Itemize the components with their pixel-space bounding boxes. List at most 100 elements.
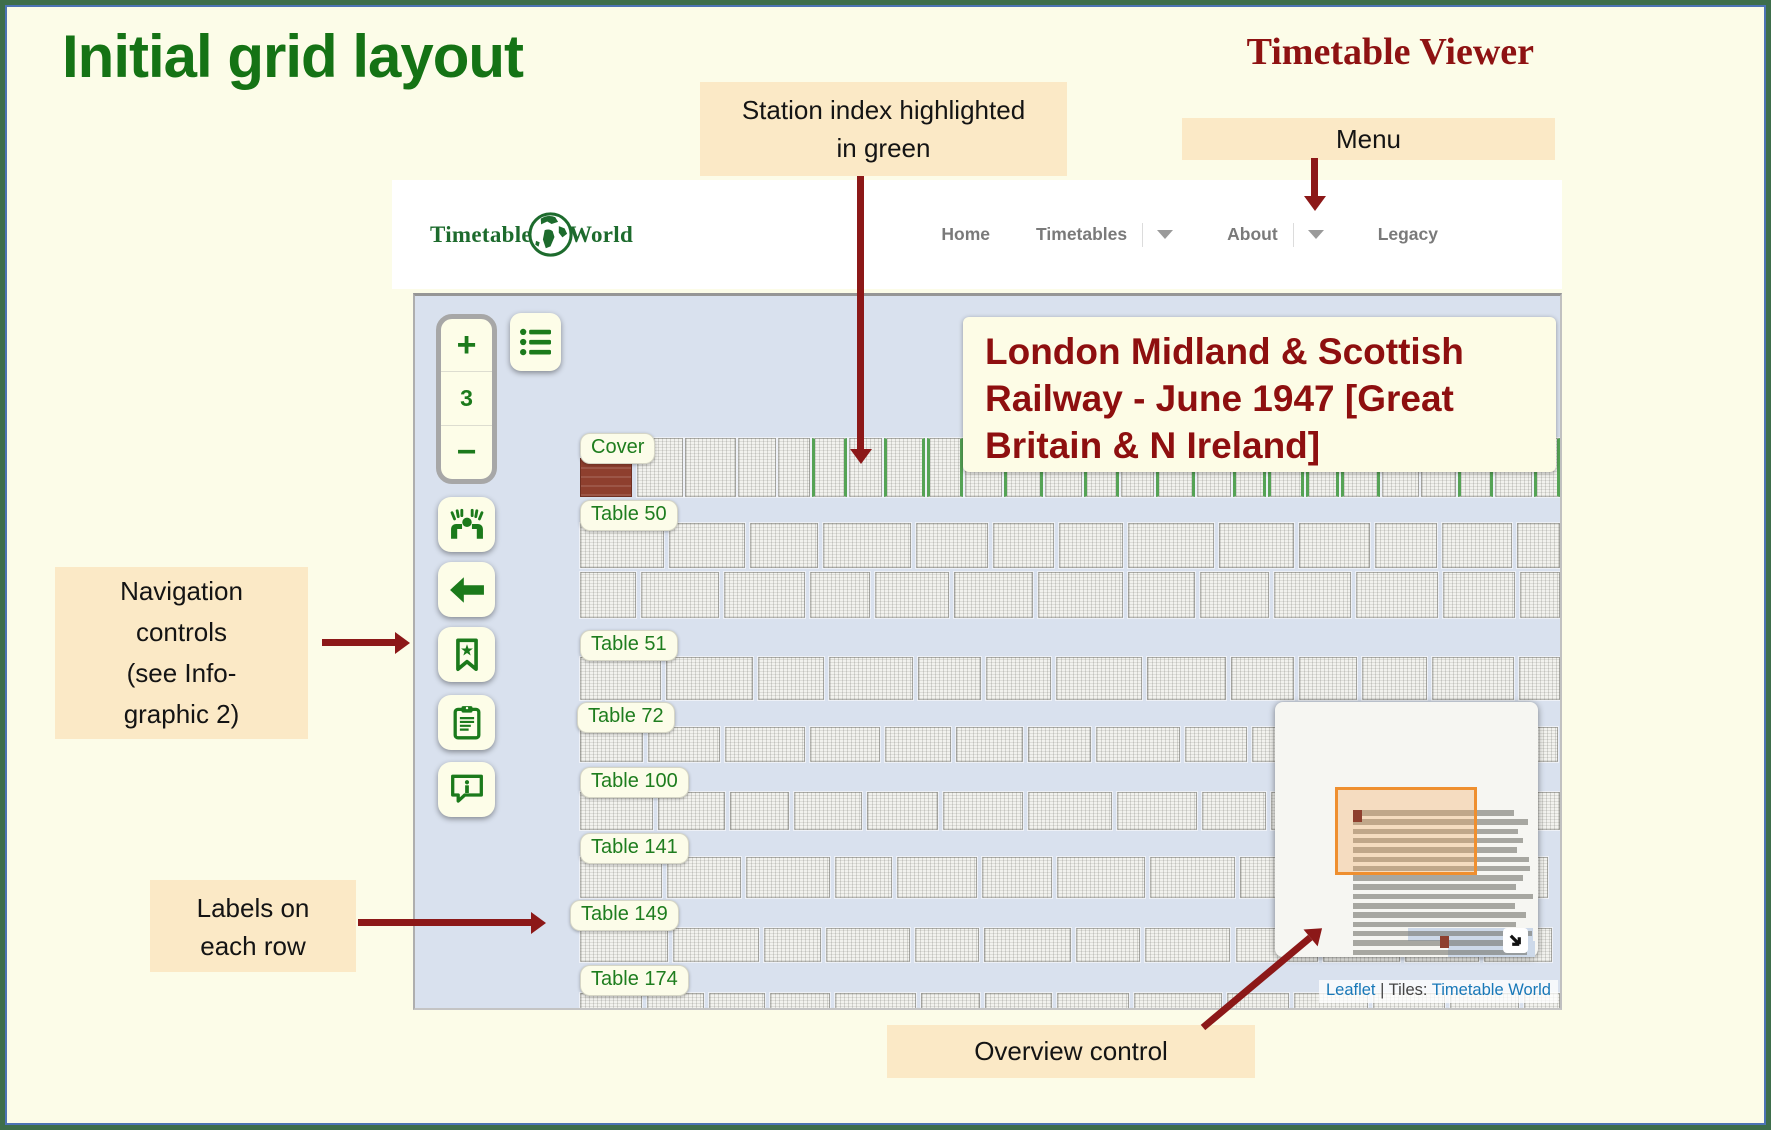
page-thumbnail[interactable] bbox=[1150, 857, 1235, 898]
page-thumbnail[interactable] bbox=[1076, 928, 1140, 962]
page-thumbnail[interactable] bbox=[730, 792, 789, 830]
page-thumbnail[interactable] bbox=[897, 857, 977, 898]
page-thumbnail[interactable] bbox=[709, 993, 765, 1010]
page-thumbnail[interactable] bbox=[916, 523, 988, 568]
page-thumbnail[interactable] bbox=[794, 792, 862, 830]
page-thumbnail[interactable] bbox=[1432, 657, 1514, 700]
page-thumbnail[interactable] bbox=[835, 857, 893, 898]
page-thumbnail[interactable] bbox=[810, 727, 879, 762]
page-thumbnail[interactable] bbox=[1202, 792, 1265, 830]
leaflet-link[interactable]: Leaflet bbox=[1326, 981, 1376, 999]
page-thumbnail[interactable] bbox=[1134, 993, 1222, 1010]
page-thumbnail[interactable] bbox=[1185, 727, 1248, 762]
chevron-down-icon[interactable] bbox=[1157, 230, 1173, 239]
page-thumbnail[interactable] bbox=[758, 657, 824, 700]
page-thumbnail[interactable] bbox=[1517, 523, 1560, 568]
page-thumbnail[interactable] bbox=[1059, 523, 1123, 568]
page-thumbnail[interactable] bbox=[1056, 657, 1142, 700]
page-thumbnail[interactable] bbox=[1443, 572, 1515, 618]
page-thumbnail[interactable] bbox=[673, 928, 759, 962]
page-thumbnail[interactable] bbox=[1128, 572, 1196, 618]
page-thumbnail[interactable] bbox=[1145, 928, 1231, 962]
page-thumbnail[interactable] bbox=[1375, 523, 1437, 568]
page-thumbnail[interactable] bbox=[1299, 657, 1357, 700]
page-thumbnail[interactable] bbox=[666, 657, 753, 700]
page-thumbnail[interactable] bbox=[764, 928, 821, 962]
clipboard-button[interactable] bbox=[438, 695, 495, 750]
page-thumbnail[interactable] bbox=[1038, 572, 1122, 618]
page-thumbnail[interactable] bbox=[1362, 657, 1427, 700]
page-thumbnail[interactable] bbox=[849, 438, 882, 497]
page-thumbnail[interactable] bbox=[985, 993, 1053, 1010]
bookmark-button[interactable] bbox=[438, 627, 495, 682]
zoom-out-button[interactable]: − bbox=[441, 426, 492, 479]
page-thumbnail[interactable] bbox=[885, 727, 952, 762]
page-thumbnail[interactable] bbox=[1028, 727, 1091, 762]
page-thumbnail[interactable] bbox=[580, 657, 661, 700]
page-thumbnail[interactable] bbox=[778, 438, 810, 497]
page-thumbnail[interactable] bbox=[993, 523, 1055, 568]
page-thumbnail[interactable] bbox=[812, 438, 847, 497]
page-thumbnail[interactable] bbox=[770, 993, 830, 1010]
page-thumbnail[interactable] bbox=[1231, 657, 1294, 700]
page-thumbnail[interactable] bbox=[982, 857, 1052, 898]
page-thumbnail[interactable] bbox=[986, 657, 1051, 700]
nav-item-timetables[interactable]: Timetables bbox=[1036, 224, 1127, 245]
page-thumbnail[interactable] bbox=[1128, 523, 1213, 568]
minimap-viewport[interactable] bbox=[1335, 787, 1477, 875]
page-thumbnail[interactable] bbox=[580, 572, 636, 618]
page-thumbnail[interactable] bbox=[1028, 792, 1112, 830]
page-thumbnail[interactable] bbox=[746, 857, 829, 898]
page-thumbnail[interactable] bbox=[1219, 523, 1294, 568]
page-thumbnail[interactable] bbox=[956, 727, 1023, 762]
page-thumbnail[interactable] bbox=[921, 993, 980, 1010]
page-thumbnail[interactable] bbox=[1274, 572, 1350, 618]
page-thumbnail[interactable] bbox=[915, 928, 979, 962]
nav-item-legacy[interactable]: Legacy bbox=[1378, 224, 1438, 245]
page-thumbnail[interactable] bbox=[867, 792, 938, 830]
page-thumbnail[interactable] bbox=[884, 438, 925, 497]
frame-view-button[interactable] bbox=[438, 497, 495, 552]
page-thumbnail[interactable] bbox=[1442, 523, 1512, 568]
page-thumbnail[interactable] bbox=[724, 572, 804, 618]
map-canvas[interactable]: + 3 − bbox=[413, 293, 1562, 1010]
page-thumbnail[interactable] bbox=[1519, 657, 1560, 700]
page-thumbnail[interactable] bbox=[1356, 572, 1439, 618]
page-thumbnail[interactable] bbox=[826, 928, 910, 962]
page-thumbnail[interactable] bbox=[954, 572, 1034, 618]
page-thumbnail[interactable] bbox=[823, 523, 911, 568]
page-thumbnail[interactable] bbox=[685, 438, 736, 497]
page-thumbnail[interactable] bbox=[875, 572, 948, 618]
page-thumbnail[interactable] bbox=[1096, 727, 1180, 762]
nav-item-home[interactable]: Home bbox=[941, 224, 990, 245]
nav-item-about[interactable]: About bbox=[1227, 224, 1278, 245]
timetable-world-link[interactable]: Timetable World bbox=[1432, 981, 1551, 999]
page-thumbnail[interactable] bbox=[927, 438, 963, 497]
page-thumbnail[interactable] bbox=[943, 792, 1023, 830]
info-button[interactable] bbox=[438, 762, 495, 817]
page-thumbnail[interactable] bbox=[1117, 792, 1198, 830]
page-thumbnail[interactable] bbox=[725, 727, 805, 762]
page-thumbnail[interactable] bbox=[580, 928, 668, 962]
chevron-down-icon[interactable] bbox=[1308, 230, 1324, 239]
page-thumbnail[interactable] bbox=[641, 572, 719, 618]
row-label-table-100: Table 100 bbox=[580, 767, 689, 798]
zoom-in-button[interactable]: + bbox=[441, 319, 492, 372]
page-thumbnail[interactable] bbox=[1057, 993, 1129, 1010]
page-thumbnail[interactable] bbox=[669, 523, 745, 568]
minimap-toggle-button[interactable] bbox=[1503, 928, 1528, 953]
page-thumbnail[interactable] bbox=[835, 993, 915, 1010]
page-thumbnail[interactable] bbox=[984, 928, 1071, 962]
page-thumbnail[interactable] bbox=[918, 657, 981, 700]
page-thumbnail[interactable] bbox=[1057, 857, 1145, 898]
page-thumbnail[interactable] bbox=[810, 572, 871, 618]
page-thumbnail[interactable] bbox=[1200, 572, 1269, 618]
index-list-button[interactable] bbox=[510, 313, 561, 371]
page-thumbnail[interactable] bbox=[829, 657, 913, 700]
page-thumbnail[interactable] bbox=[1299, 523, 1371, 568]
page-thumbnail[interactable] bbox=[1520, 572, 1560, 618]
page-thumbnail[interactable] bbox=[738, 438, 776, 497]
page-thumbnail[interactable] bbox=[750, 523, 818, 568]
page-thumbnail[interactable] bbox=[1147, 657, 1226, 700]
back-button[interactable] bbox=[438, 562, 495, 617]
